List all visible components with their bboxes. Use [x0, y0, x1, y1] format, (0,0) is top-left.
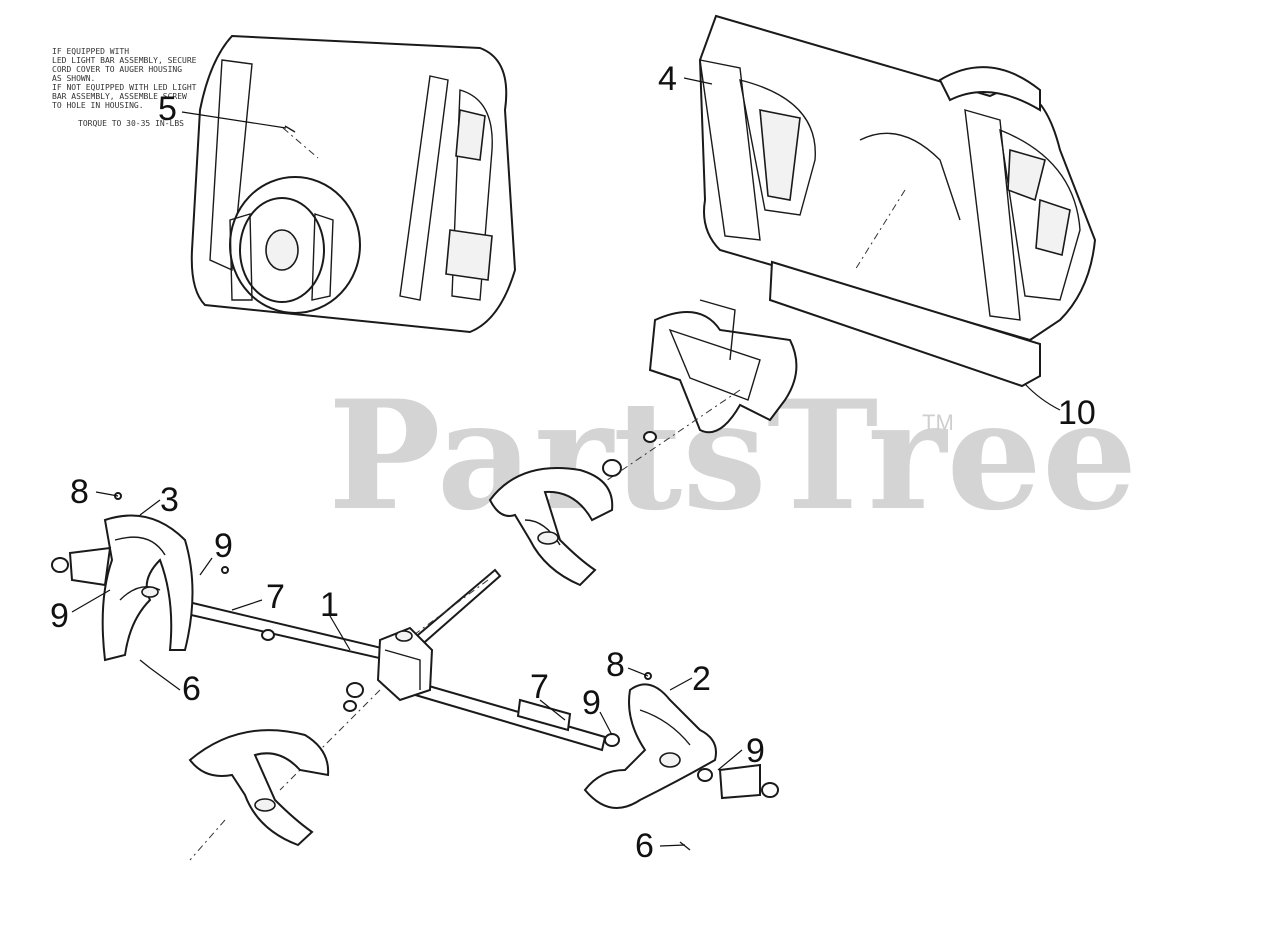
callout-9: 9: [582, 684, 601, 722]
leader-lines: [71, 77, 1061, 847]
note-line: BAR ASSEMBLY, ASSEMBLE SCREW: [52, 92, 187, 101]
watermark-trademark: TM: [922, 410, 954, 435]
note-line: TO HOLE IN HOUSING.: [52, 101, 144, 110]
callout-8: 8: [70, 473, 89, 511]
assembly-note: IF EQUIPPED WITH LED LIGHT BAR ASSEMBLY,…: [52, 47, 197, 128]
note-line: IF NOT EQUIPPED WITH LED LIGHT: [52, 83, 197, 92]
note-line: AS SHOWN.: [52, 74, 95, 83]
auger-housing-rear: [698, 14, 1097, 388]
callout-9: 9: [746, 732, 765, 770]
auger-flight-upper-right: [488, 467, 614, 587]
note-line: IF EQUIPPED WITH: [52, 47, 129, 56]
auger-flight-right: [583, 683, 779, 809]
callout-4: 4: [658, 60, 677, 98]
note-line: CORD COVER TO AUGER HOUSING: [52, 65, 182, 74]
callout-7: 7: [530, 668, 549, 706]
auger-flight-left: [51, 514, 194, 662]
auger-housing-front: [190, 34, 517, 334]
callout-10: 10: [1058, 394, 1096, 432]
callout-9: 9: [214, 527, 233, 565]
gearbox: [376, 626, 434, 702]
callout-3: 3: [160, 481, 179, 519]
impeller: [599, 299, 798, 486]
callout-8: 8: [606, 646, 625, 684]
auger-flight-lower-left: [188, 729, 330, 861]
callout-2: 2: [692, 660, 711, 698]
note-line: LED LIGHT BAR ASSEMBLY, SECURE: [52, 56, 197, 65]
callout-7: 7: [266, 578, 285, 616]
torque-note: TORQUE TO 30-35 IN-LBS: [78, 119, 184, 128]
callout-labels: 5 4 10 8 3 9 9 7 1 6 8 2 7 9 9 6: [50, 60, 1096, 865]
callout-1: 1: [320, 586, 339, 624]
callout-6: 6: [635, 827, 654, 865]
callout-6: 6: [182, 670, 201, 708]
callout-5: 5: [158, 90, 177, 128]
callout-9: 9: [50, 597, 69, 635]
